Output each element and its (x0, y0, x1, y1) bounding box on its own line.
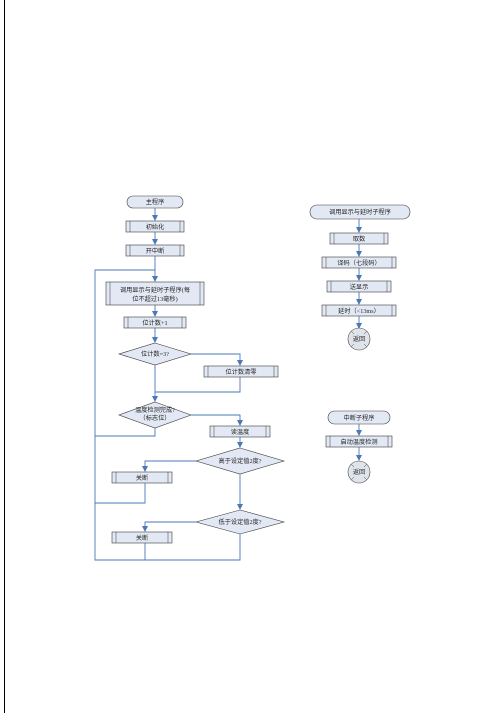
bit-count-clear-label: 位计数清零 (226, 368, 257, 376)
delay-label: 延时（<13ms） (338, 307, 380, 315)
relay-off-step-2: 关断 (111, 531, 173, 544)
display-sub-return-node: 返回 (347, 327, 371, 351)
main-start-node: 主程序 (126, 195, 184, 209)
above-setpoint-decision: 高于设定值2度? (194, 447, 286, 475)
init-label: 初始化 (146, 223, 165, 231)
relay-off-label-1: 关断 (136, 474, 148, 482)
start-temp-detect-step: 启动温度检测 (325, 435, 393, 448)
above-setpoint-label: 高于设定值2度? (219, 457, 262, 465)
bit-count-increment-step: 位计数+1 (123, 316, 187, 329)
enable-interrupt-step: 开中断 (125, 244, 185, 257)
main-start-label: 主程序 (146, 198, 165, 206)
enable-interrupt-label: 开中断 (146, 247, 165, 255)
fetch-step: 取数 (329, 232, 389, 245)
relay-off-label-2: 关断 (136, 534, 148, 542)
display-sub-start-node: 调用显示与延时子程序 (309, 204, 411, 220)
isr-start-label: 中断子程序 (344, 414, 375, 422)
call-display-step: 调用显示与延时子程序(每 位不超过13毫秒) (105, 281, 205, 306)
start-temp-detect-label: 启动温度检测 (340, 438, 377, 446)
below-setpoint-decision: 低于设定值2度? (194, 509, 286, 535)
call-display-label-1: 调用显示与延时子程序(每 (120, 286, 190, 294)
call-display-label-2: 位不超过13毫秒) (132, 295, 177, 303)
page-left-border (4, 0, 5, 713)
temp-done-decision: 温度检测完成? （标志位） (118, 401, 192, 429)
send-display-label: 送显示 (350, 283, 369, 291)
decode-step: 译码（七段码） (321, 256, 397, 269)
display-sub-start-label: 调用显示与延时子程序 (329, 208, 391, 216)
fetch-label: 取数 (353, 235, 366, 243)
bit-count-check-decision: 位计数=3? (117, 342, 193, 366)
delay-step: 延时（<13ms） (321, 304, 397, 317)
bit-count-increment-label: 位计数+1 (142, 319, 167, 327)
isr-return-node: 返回 (347, 460, 371, 484)
read-temp-label: 读温度 (231, 428, 250, 436)
read-temp-step: 读温度 (209, 425, 271, 438)
isr-start-node: 中断子程序 (327, 410, 391, 425)
isr-return-label: 返回 (353, 469, 365, 476)
main-loop-back-line (94, 269, 155, 561)
bit-count-check-label: 位计数=3? (141, 350, 169, 358)
display-sub-return-label: 返回 (353, 336, 365, 343)
temp-done-label-2: （标志位） (140, 414, 171, 422)
decode-label: 译码（七段码） (337, 259, 380, 267)
bit-count-clear-step: 位计数清零 (203, 365, 279, 378)
send-display-step: 送显示 (326, 280, 392, 293)
below-setpoint-label: 低于设定值2度? (219, 518, 262, 526)
init-step: 初始化 (125, 220, 185, 233)
temp-done-label-1: 温度检测完成? (135, 406, 175, 414)
relay-off-step-1: 关断 (111, 471, 173, 484)
